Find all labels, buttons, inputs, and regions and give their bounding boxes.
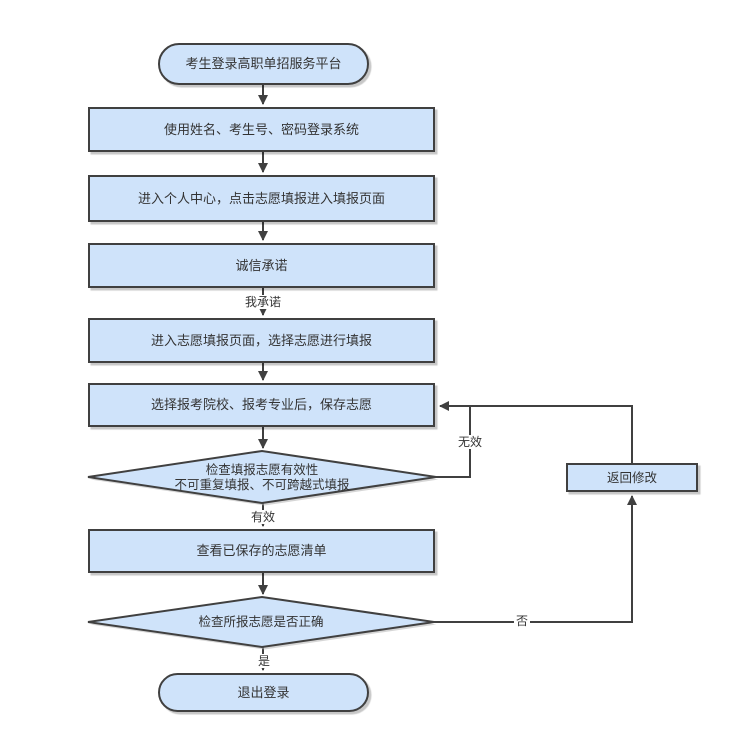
- edge-no-branch-to-modify: [434, 495, 637, 623]
- node-fill-page-label: 进入志愿填报页面，选择志愿进行填报: [150, 332, 372, 348]
- edge-modify-to-save: [439, 401, 633, 463]
- decision-validity-shape: [87, 449, 437, 505]
- edge-label-valid: 有效: [248, 510, 278, 524]
- node-personal-center-process: 进入个人中心，点击志愿填报进入填报页面: [88, 175, 435, 222]
- node-view-list-process: 查看已保存的志愿清单: [88, 529, 435, 573]
- edge-invalid-branch: [436, 406, 471, 478]
- node-login-process: 使用姓名、考生号、密码登录系统: [88, 107, 435, 152]
- node-end-terminator: 退出登录: [158, 673, 369, 712]
- node-start-label: 考生登录高职单招服务平台: [185, 56, 342, 71]
- node-integrity-label: 诚信承诺: [235, 257, 288, 273]
- node-integrity-process: 诚信承诺: [88, 243, 435, 288]
- node-modify-label: 返回修改: [606, 470, 657, 485]
- edge-label-yes: 是: [255, 654, 273, 668]
- node-end-label: 退出登录: [237, 684, 290, 700]
- edge-label-invalid: 无效: [455, 435, 485, 449]
- node-save-label: 选择报考院校、报考专业后，保存志愿: [150, 397, 372, 412]
- node-save-process: 选择报考院校、报考专业后，保存志愿: [88, 383, 435, 427]
- decision-correct-shape: [87, 595, 435, 649]
- edge-label-promise: 我承诺: [242, 295, 284, 309]
- edge-label-no: 否: [513, 614, 531, 628]
- node-view-list-label: 查看已保存的志愿清单: [196, 543, 327, 558]
- node-start-terminator: 考生登录高职单招服务平台: [158, 43, 369, 85]
- node-modify-process: 返回修改: [566, 463, 698, 492]
- node-login-label: 使用姓名、考生号、密码登录系统: [163, 121, 359, 137]
- node-fill-page-process: 进入志愿填报页面，选择志愿进行填报: [88, 318, 435, 363]
- node-personal-center-label: 进入个人中心，点击志愿填报进入填报页面: [137, 190, 385, 206]
